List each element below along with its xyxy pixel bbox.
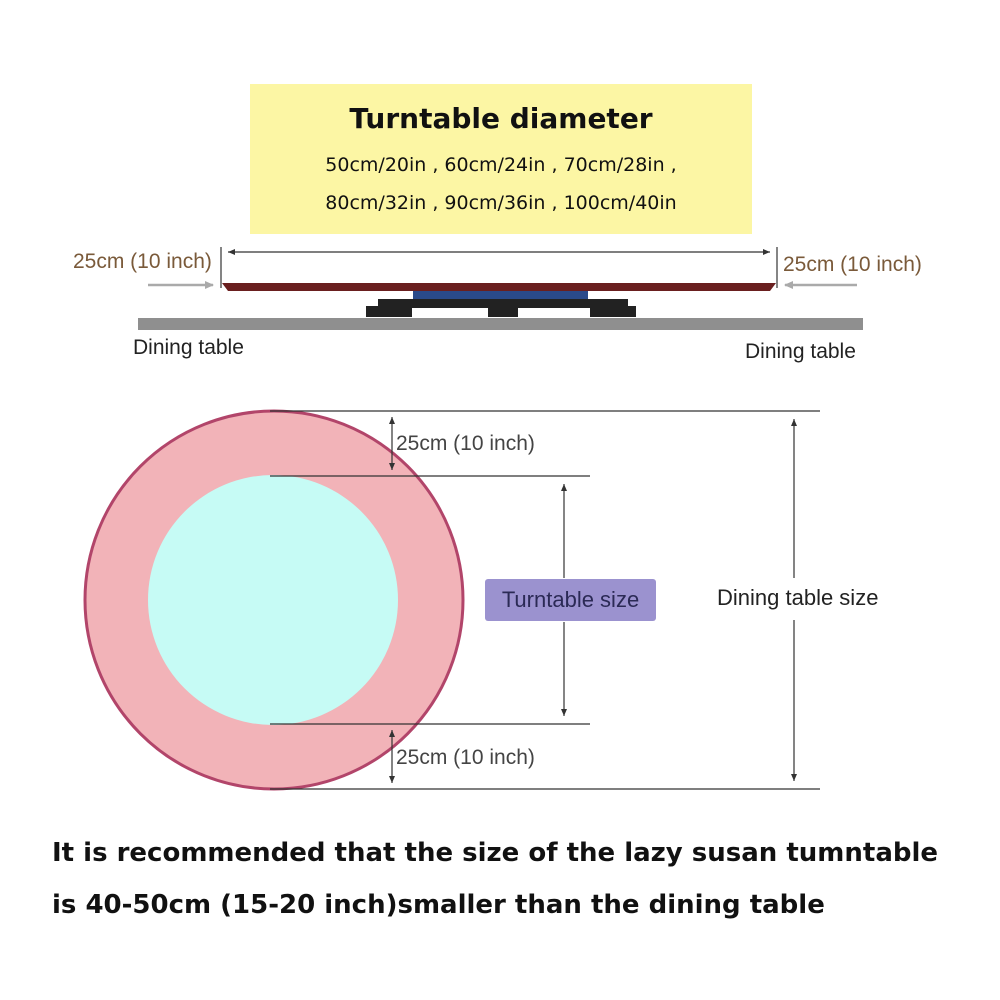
turntable-size-label: Turntable size <box>485 579 656 621</box>
turntable-circle <box>148 475 398 725</box>
base-foot-center <box>488 306 518 317</box>
turntable-top-plate <box>222 283 776 291</box>
gap-label-top: 25cm (10 inch) <box>396 432 535 455</box>
turntable-base <box>378 299 628 308</box>
dining-table-label-left: Dining table <box>133 336 244 359</box>
gap-label-right: 25cm (10 inch) <box>783 253 922 276</box>
base-foot-left <box>366 306 412 317</box>
gap-label-bottom: 25cm (10 inch) <box>396 746 535 769</box>
gap-label-left: 25cm (10 inch) <box>73 250 212 273</box>
header-title: Turntable diameter <box>349 102 653 135</box>
dining-table-bar <box>138 318 863 330</box>
base-foot-right <box>590 306 636 317</box>
dining-table-size-label: Dining table size <box>717 585 879 610</box>
side-view <box>138 247 863 330</box>
dining-table-label-right: Dining table <box>745 340 856 363</box>
recommendation-line-1: It is recommended that the size of the l… <box>52 838 939 868</box>
diameter-sizes-line-2: 80cm/32in , 90cm/36in , 100cm/40in <box>325 192 677 214</box>
top-view <box>83 409 820 791</box>
bearing-plate <box>413 291 588 299</box>
turntable-diameter-box: Turntable diameter 50cm/20in , 60cm/24in… <box>250 84 752 234</box>
recommendation-line-2: is 40-50cm (15-20 inch)smaller than the … <box>52 890 825 920</box>
diameter-sizes-line-1: 50cm/20in , 60cm/24in , 70cm/28in , <box>325 154 677 176</box>
